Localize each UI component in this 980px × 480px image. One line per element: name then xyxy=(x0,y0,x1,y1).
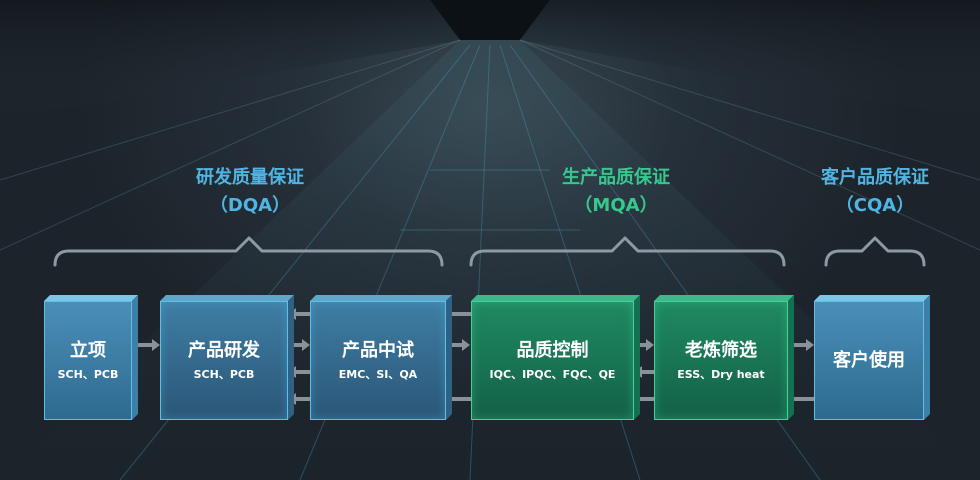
phase-cqa-title: 客户品质保证 xyxy=(821,167,929,188)
phase-dqa-code: （DQA） xyxy=(209,195,291,216)
step-pilot-box: 产品中试 EMC、SI、QA xyxy=(310,301,446,420)
step-qc-sub: IQC、IPQC、FQC、QE xyxy=(489,367,616,381)
step-project-title: 立项 xyxy=(70,339,106,361)
tunnel-opening xyxy=(430,0,550,40)
step-burnin-sub: ESS、Dry heat xyxy=(677,367,765,381)
step-rnd-sub: SCH、PCB xyxy=(193,367,255,381)
phase-mqa-title: 生产品质保证 xyxy=(562,167,670,188)
tunnel-ceiling-right xyxy=(520,0,980,120)
step-customer-title: 客户使用 xyxy=(833,349,905,371)
step-rnd-title: 产品研发 xyxy=(188,339,260,361)
phase-mqa-code: （MQA） xyxy=(574,195,658,216)
phase-dqa-label: 研发质量保证 （DQA） xyxy=(160,164,340,220)
tunnel-ceiling-left xyxy=(0,0,460,120)
phase-dqa-title: 研发质量保证 xyxy=(196,167,304,188)
phase-cqa-label: 客户品质保证 （CQA） xyxy=(785,164,965,220)
step-qc-title: 品质控制 xyxy=(516,339,589,361)
phase-mqa-label: 生产品质保证 （MQA） xyxy=(526,164,706,220)
tunnel-wall-lines xyxy=(0,39,980,251)
step-burnin-box: 老炼筛选 ESS、Dry heat xyxy=(654,301,788,420)
step-project-box: 立项 SCH、PCB xyxy=(44,301,132,420)
step-customer-box: 客户使用 xyxy=(814,301,924,420)
phase-brackets xyxy=(53,236,926,267)
step-pilot-sub: EMC、SI、QA xyxy=(338,367,418,381)
step-burnin-title: 老炼筛选 xyxy=(685,339,757,361)
step-pilot-title: 产品中试 xyxy=(342,339,414,361)
step-rnd-box: 产品研发 SCH、PCB xyxy=(160,301,288,420)
box-top-faces xyxy=(44,295,930,420)
phase-cqa-code: （CQA） xyxy=(835,195,915,216)
step-qc-box: 品质控制 IQC、IPQC、FQC、QE xyxy=(471,301,634,420)
step-project-sub: SCH、PCB xyxy=(57,367,119,381)
